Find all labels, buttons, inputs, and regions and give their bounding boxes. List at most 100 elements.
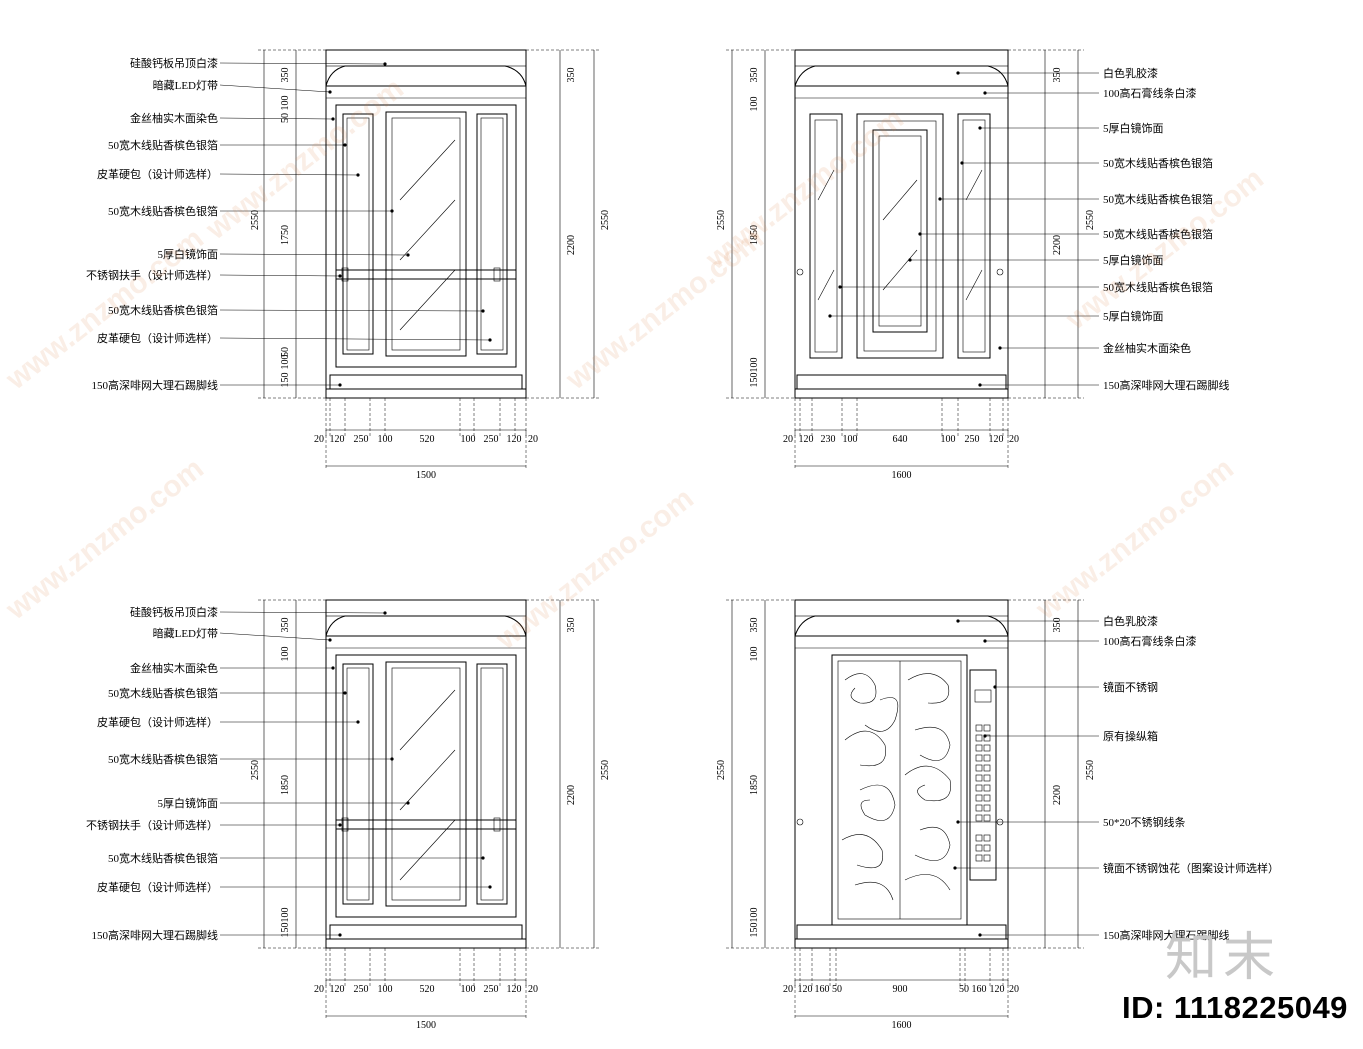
elevation-panel-1 [325, 49, 527, 399]
width-dimension: 250 [484, 984, 499, 995]
height-dimension: 100 [280, 355, 291, 370]
leader-dot [998, 346, 1002, 350]
width-dimension: 100 [843, 434, 858, 445]
height-dimension: 100 [280, 647, 291, 662]
width-dimension: 100 [941, 434, 956, 445]
leader-dot [488, 885, 492, 889]
height-dimension: 1750 [280, 225, 291, 245]
leader-line [219, 274, 341, 277]
width-dimension: 20 [1009, 434, 1019, 445]
width-dimension: 230 [821, 434, 836, 445]
leader-dot [406, 801, 410, 805]
leader-dot [390, 209, 394, 213]
leader-line [219, 611, 386, 614]
material-label: 皮革硬包（设计师选样） [97, 167, 218, 181]
leader-dot [983, 91, 987, 95]
material-label: 硅酸钙板吊顶白漆 [130, 56, 218, 70]
width-dimension: 20 [528, 434, 538, 445]
material-label: 5厚白镜饰面 [1103, 309, 1164, 323]
width-dimension: 520 [420, 434, 435, 445]
width-dimension: 160 [972, 984, 987, 995]
elevation-panel-3 [325, 599, 527, 949]
material-label: 100高石膏线条白漆 [1103, 634, 1197, 648]
total-width-dimension: 1500 [416, 1020, 436, 1031]
leader-dot [331, 117, 335, 121]
leader-dot [356, 173, 360, 177]
height-dimension: 350 [280, 68, 291, 83]
leader-dot [956, 619, 960, 623]
material-label: 50宽木线贴香槟色银箔 [108, 851, 218, 865]
leader-dot [481, 856, 485, 860]
height-dimension: 350 [1052, 68, 1063, 83]
height-dimension: 1850 [280, 775, 291, 795]
height-dimension: 350 [566, 68, 577, 83]
leader-dot [328, 90, 332, 94]
material-label: 皮革硬包（设计师选样） [97, 331, 218, 345]
material-label: 50*20不锈钢线条 [1103, 815, 1186, 829]
width-dimension: 120 [990, 984, 1005, 995]
leader-dot [328, 638, 332, 642]
material-label: 50宽木线贴香槟色银箔 [108, 686, 218, 700]
leader-dot [343, 143, 347, 147]
material-label: 150高深啡网大理石踢脚线 [92, 378, 219, 392]
width-dimension: 640 [893, 434, 908, 445]
resource-id-label: ID: 1118225049 [1122, 990, 1348, 1025]
width-dimension: 100 [461, 434, 476, 445]
material-label: 不锈钢扶手（设计师选样） [86, 268, 218, 282]
height-dimension: 1850 [749, 225, 760, 245]
height-dimension: 2550 [600, 760, 611, 780]
total-width-dimension: 1600 [892, 1020, 912, 1031]
leader-dot [918, 232, 922, 236]
height-dimension: 2550 [1085, 210, 1096, 230]
leader-line [219, 253, 409, 256]
width-dimension: 20 [314, 434, 324, 445]
leader-dot [938, 197, 942, 201]
height-dimension: 2550 [250, 760, 261, 780]
material-label: 镜面不锈钢蚀花（图案设计师选样） [1103, 861, 1279, 875]
leader-dot [488, 338, 492, 342]
material-label: 金丝柚实木面染色 [1103, 341, 1191, 355]
leader-dot [383, 611, 387, 615]
material-label: 硅酸钙板吊顶白漆 [130, 605, 218, 619]
width-dimension: 160 [815, 984, 830, 995]
width-dimension: 250 [965, 434, 980, 445]
material-label: 金丝柚实木面染色 [130, 111, 218, 125]
height-dimension: 100 [749, 647, 760, 662]
height-dimension: 50 [280, 347, 291, 357]
height-dimension: 2550 [716, 210, 727, 230]
width-dimension: 520 [420, 984, 435, 995]
material-label: 50宽木线贴香槟色银箔 [108, 138, 218, 152]
material-label: 皮革硬包（设计师选样） [97, 715, 218, 729]
height-dimension: 150 [749, 923, 760, 938]
width-dimension: 250 [354, 984, 369, 995]
leader-line [219, 173, 359, 176]
width-dimension: 120 [507, 984, 522, 995]
leader-dot [338, 274, 342, 278]
leader-dot [983, 639, 987, 643]
width-dimension: 120 [798, 984, 813, 995]
material-label: 原有操纵箱 [1103, 729, 1158, 743]
material-label: 50宽木线贴香槟色银箔 [1103, 192, 1213, 206]
material-label: 100高石膏线条白漆 [1103, 86, 1197, 100]
width-dimension: 20 [1009, 984, 1019, 995]
leader-dot [383, 62, 387, 66]
material-label: 镜面不锈钢 [1103, 680, 1158, 694]
material-label: 暗藏LED灯带 [153, 78, 218, 92]
material-label: 150高深啡网大理石踢脚线 [1103, 928, 1230, 942]
height-dimension: 350 [749, 68, 760, 83]
leader-dot [960, 161, 964, 165]
width-dimension: 100 [378, 434, 393, 445]
leader-dot [338, 383, 342, 387]
leader-dot [956, 71, 960, 75]
material-label: 50宽木线贴香槟色银箔 [1103, 156, 1213, 170]
height-dimension: 2200 [566, 785, 577, 805]
height-dimension: 2550 [250, 210, 261, 230]
height-dimension: 100 [749, 908, 760, 923]
height-dimension: 2200 [1052, 235, 1063, 255]
height-dimension: 100 [749, 97, 760, 112]
material-label: 50宽木线贴香槟色银箔 [108, 752, 218, 766]
width-dimension: 900 [893, 984, 908, 995]
height-dimension: 2200 [566, 235, 577, 255]
annotations: 硅酸钙板吊顶白漆暗藏LED灯带金丝柚实木面染色50宽木线贴香槟色银箔皮革硬包（设… [86, 49, 1279, 1031]
